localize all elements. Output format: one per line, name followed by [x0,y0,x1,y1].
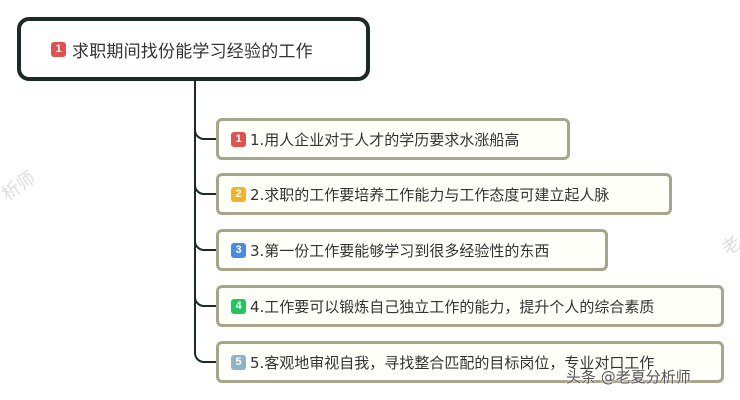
connector-branch [194,351,218,363]
root-topic[interactable]: 1 求职期间找份能学习经验的工作 [17,17,370,81]
subtopic-label: 1.用人企业对于人才的学历要求水涨船高 [250,130,520,149]
subtopic-label: 3.第一份工作要能够学习到很多经验性的东西 [250,241,550,260]
watermark-right: 老 [718,232,740,260]
subtopic-1[interactable]: 1 1.用人企业对于人才的学历要求水涨船高 [216,118,570,160]
watermark-credit: 头条 @老夏分析师 [566,368,691,386]
subtopic-4[interactable]: 4 4.工作要可以锻炼自己独立工作的能力，提升个人的综合素质 [216,285,724,327]
subtopic-3[interactable]: 3 3.第一份工作要能够学习到很多经验性的东西 [216,229,608,271]
priority-badge-3: 3 [231,242,246,258]
priority-badge-4: 4 [231,298,246,314]
connector-branch [194,183,218,195]
connector-branch [194,239,218,251]
connector-branch [194,128,218,140]
priority-badge-5: 5 [231,354,246,370]
subtopic-2[interactable]: 2 2.求职的工作要培养工作能力与工作态度可建立起人脉 [216,173,672,215]
connector-trunk [194,81,196,354]
subtopic-5[interactable]: 5 5.客观地审视自我，寻找整合匹配的目标岗位，专业对口工作 [216,341,724,383]
priority-badge-1: 1 [231,131,246,147]
connector-branch [194,295,218,307]
subtopic-label: 2.求职的工作要培养工作能力与工作态度可建立起人脉 [250,185,610,204]
subtopic-label: 5.客观地审视自我，寻找整合匹配的目标岗位，专业对口工作 [250,353,655,372]
watermark-left: 析师 [0,167,40,206]
priority-badge-1: 1 [51,41,66,57]
subtopic-label: 4.工作要可以锻炼自己独立工作的能力，提升个人的综合素质 [250,297,655,316]
priority-badge-2: 2 [231,186,246,202]
root-topic-label: 求职期间找份能学习经验的工作 [72,41,313,62]
